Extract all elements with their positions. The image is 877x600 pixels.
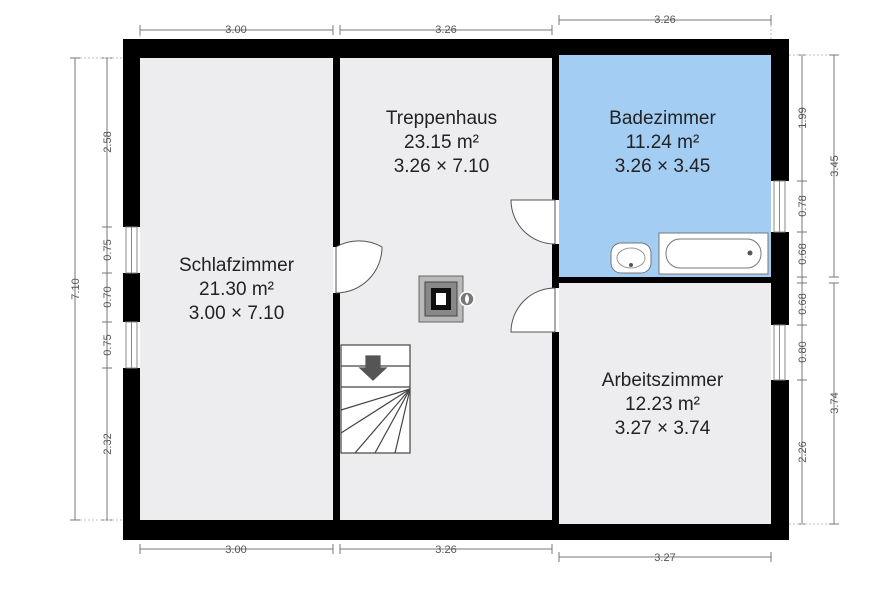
room-area: 12.23 m²: [625, 394, 700, 415]
dim-left-seg-5: 2.32: [102, 433, 114, 454]
dim-top-3: 3.26: [654, 14, 675, 26]
door-icon: [510, 287, 556, 333]
dim-right-seg-4: 0.68: [797, 293, 809, 314]
doors: [335, 199, 556, 333]
dim-right-total-lower: 3.74: [829, 392, 841, 413]
wall-bottom-left: [123, 520, 555, 540]
dim-bottom-2: 3.26: [435, 544, 456, 556]
dim-left-seg-3: 0.70: [102, 286, 114, 307]
dim-left-seg-4: 0.75: [102, 334, 114, 355]
room-area: 21.30 m²: [199, 279, 274, 300]
room-area: 11.24 m²: [625, 132, 700, 153]
door-icon: [335, 240, 383, 294]
dim-right-seg-6: 2.26: [797, 441, 809, 462]
room-name: Schlafzimmer: [178, 255, 295, 276]
dim-left-seg-2: 0.75: [102, 239, 114, 260]
dim-right-seg-1: 1.99: [797, 107, 809, 128]
room-size: 3.00 × 7.10: [188, 303, 285, 324]
window-icon: [125, 226, 138, 274]
arbeitszimmer-floor: [559, 283, 771, 524]
wall-left-lower: [123, 368, 140, 540]
dim-top-2: 3.26: [435, 24, 456, 36]
dim-right-seg-2: 0.78: [797, 195, 809, 216]
wall-interior-2-upper: [552, 55, 559, 200]
wall-left-middle: [123, 273, 140, 322]
room-label-treppenhaus: Treppenhaus 23.15 m² 3.26 × 7.10: [340, 107, 543, 179]
walls: [123, 39, 789, 540]
bathtub-icon: [658, 232, 769, 275]
wall-interior-1-upper: [333, 58, 340, 247]
wall-bottom-right: [555, 524, 789, 540]
wall-interior-1-lower: [333, 293, 340, 520]
room-size: 3.26 × 3.45: [614, 156, 711, 177]
room-name: Treppenhaus: [385, 108, 498, 129]
room-label-arbeitszimmer: Arbeitszimmer 12.23 m² 3.27 × 3.74: [559, 369, 766, 441]
window-icon: [773, 324, 786, 381]
dim-right-seg-3: 0.68: [797, 243, 809, 264]
stairs-icon: [340, 344, 411, 454]
wall-top-left: [123, 39, 555, 58]
room-size: 3.26 × 7.10: [393, 156, 490, 177]
wall-top-right: [555, 39, 789, 55]
dim-bottom-3: 3.27: [654, 552, 675, 564]
sink-icon: [610, 242, 652, 274]
wall-bath-bottom: [559, 277, 771, 283]
windows: [125, 180, 786, 381]
wall-right-1: [771, 39, 789, 181]
room-area: 23.15 m²: [404, 132, 479, 153]
dimension-labels: 3.00 3.26 3.26 3.00 3.26 3.27 7.10 2.58 …: [70, 14, 841, 564]
dimension-lines: [70, 15, 839, 562]
room-name: Badezimmer: [609, 108, 716, 129]
dim-right-total-upper: 3.45: [829, 155, 841, 176]
dim-top-1: 3.00: [225, 24, 246, 36]
room-label-schlafzimmer: Schlafzimmer 21.30 m² 3.00 × 7.10: [140, 254, 333, 326]
window-icon: [125, 321, 138, 369]
schlafzimmer-floor: [140, 58, 333, 520]
wall-left-upper: [123, 39, 140, 227]
window-icon: [773, 180, 786, 233]
wall-interior-2-middle: [552, 244, 559, 288]
chimney-icon: [418, 275, 475, 323]
door-icon: [510, 199, 556, 245]
wall-right-2: [771, 232, 789, 325]
room-size: 3.27 × 3.74: [614, 418, 711, 439]
dim-left-seg-1: 2.58: [102, 131, 114, 152]
dim-bottom-1: 3.00: [225, 544, 246, 556]
dim-left-total: 7.10: [70, 278, 82, 299]
wall-right-3: [771, 380, 789, 540]
room-name: Arbeitszimmer: [601, 370, 724, 391]
dim-right-seg-5: 0.80: [797, 341, 809, 362]
room-label-badezimmer: Badezimmer 11.24 m² 3.26 × 3.45: [559, 107, 766, 179]
wall-interior-2-lower: [552, 332, 559, 524]
